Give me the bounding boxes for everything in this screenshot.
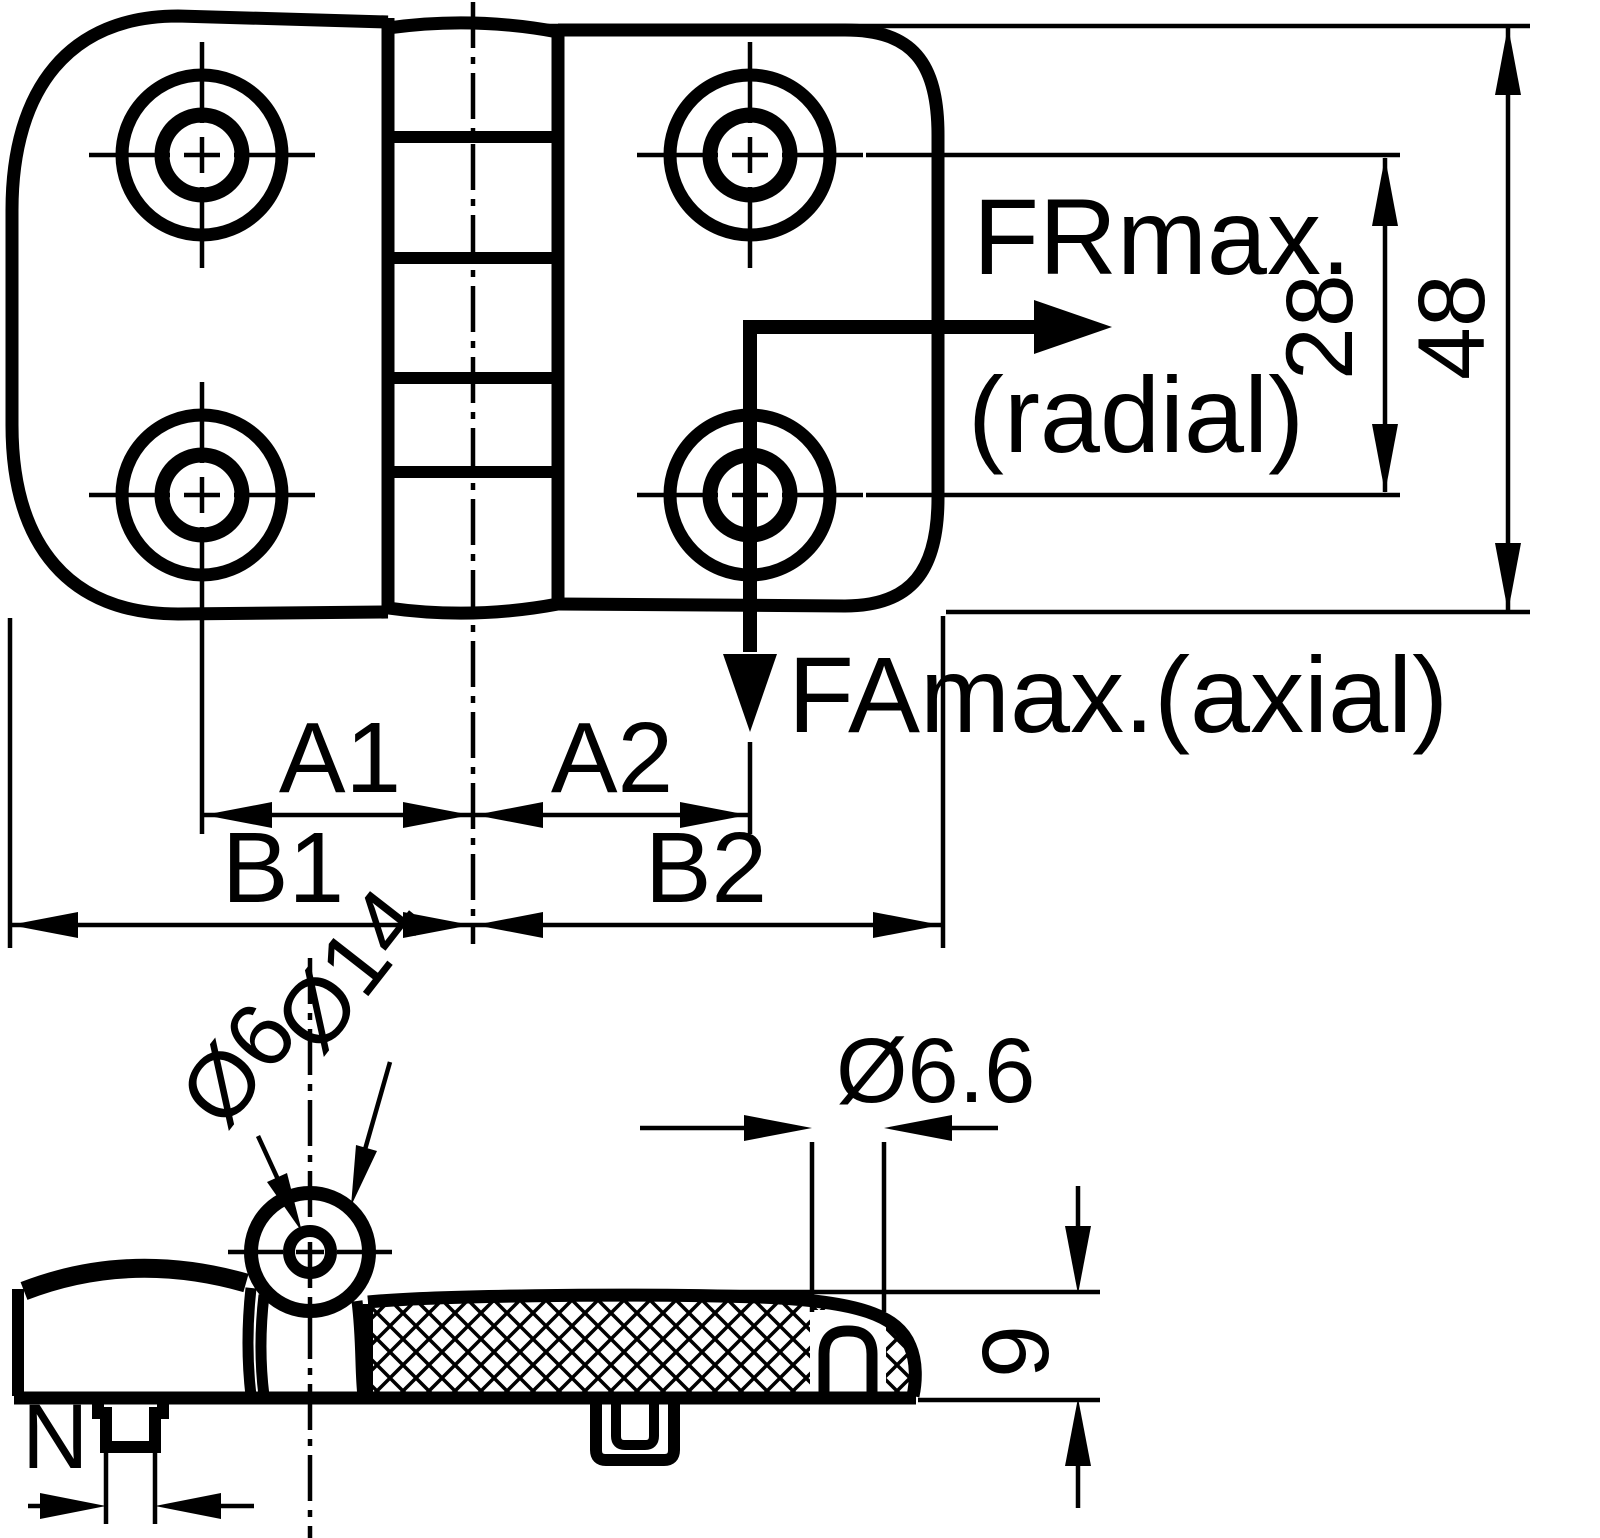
hole-top-right xyxy=(637,42,863,268)
dim-b2-label: B2 xyxy=(645,812,767,924)
b1-left-arrowhead xyxy=(10,912,78,938)
radial-force-label: FRmax. xyxy=(973,176,1351,297)
b2-left-arrowhead xyxy=(475,912,543,938)
axial-force-arrowhead xyxy=(723,654,777,732)
left-leaf-profile xyxy=(12,1258,369,1397)
a2-left-arrowhead xyxy=(475,802,543,828)
arrowhead-down xyxy=(1065,1226,1091,1294)
arrowhead-left xyxy=(884,1115,952,1141)
right-leaf-section xyxy=(363,1288,922,1398)
left-leaf-top-surface xyxy=(20,1258,249,1300)
dim-a1-label: A1 xyxy=(279,702,401,814)
arrowhead-right xyxy=(40,1493,106,1519)
arrowhead-left xyxy=(155,1493,221,1519)
a2-right-arrowhead xyxy=(680,802,748,828)
arrowhead-up xyxy=(1495,26,1521,95)
dim-48-label: 48 xyxy=(1399,274,1505,380)
dim-leaf-thickness-label: 9 xyxy=(963,1325,1069,1378)
right-leaf-top-outline xyxy=(367,1288,922,1398)
a1-left-arrowhead xyxy=(204,802,272,828)
dim-mount-hole-label: Ø6.6 xyxy=(836,1020,1035,1122)
dim-a2-label: A2 xyxy=(551,702,673,814)
pivot-barrel xyxy=(228,1186,392,1318)
b1-right-arrowhead xyxy=(403,912,471,938)
dimension-leaf-thickness: 9 xyxy=(700,1186,1100,1508)
dim-b1-label: B1 xyxy=(222,812,344,924)
arrowhead-up xyxy=(1065,1398,1091,1466)
radial-force-arrowhead xyxy=(1034,300,1112,354)
top-view: FRmax. (radial) FAmax.(axial) 28 48 xyxy=(5,2,1530,948)
right-stud xyxy=(590,1398,680,1466)
left-stud xyxy=(92,1398,169,1453)
dim-stud-label: N xyxy=(22,1386,88,1488)
leaf-split-line-right xyxy=(255,1294,270,1397)
radial-force-qualifier-label: (radial) xyxy=(968,354,1304,475)
dimension-mount-hole: Ø6.6 xyxy=(640,1020,1035,1312)
b2-right-arrowhead xyxy=(873,912,941,938)
arrowhead-down xyxy=(1372,424,1398,493)
right-leaf-hatch xyxy=(368,1295,916,1396)
hole-bottom-left xyxy=(89,382,315,608)
side-view: Ø6 Ø14 Ø6.6 9 xyxy=(12,870,1100,1538)
left-leaf-outline xyxy=(5,9,389,621)
arrowhead-right xyxy=(744,1115,812,1141)
a1-right-arrowhead xyxy=(403,802,471,828)
dimension-stud: N xyxy=(22,1386,254,1524)
force-arrows: FRmax. (radial) FAmax.(axial) xyxy=(723,176,1448,755)
dim-28-label: 28 xyxy=(1267,274,1373,380)
right-leaf-outline xyxy=(557,23,945,613)
hole-top-left xyxy=(89,42,315,268)
counterbore-dome-outline xyxy=(818,1325,878,1394)
barrel-neck-right xyxy=(351,1300,369,1397)
arrowhead-up xyxy=(1372,157,1398,226)
pin-hole-circle xyxy=(283,1225,337,1279)
force-arrow-lines xyxy=(743,320,1040,652)
width-dimensions: A1 A2 B1 B2 xyxy=(7,614,946,948)
axial-force-label: FAmax.(axial) xyxy=(788,634,1448,755)
right-stud-inner xyxy=(611,1398,659,1450)
leaf-split-line-left xyxy=(242,1287,257,1397)
dimension-48: 48 xyxy=(545,23,1530,615)
dimension-28: 28 xyxy=(866,152,1400,498)
arrowhead-down xyxy=(1495,543,1521,612)
right-stud-outer xyxy=(590,1398,680,1466)
